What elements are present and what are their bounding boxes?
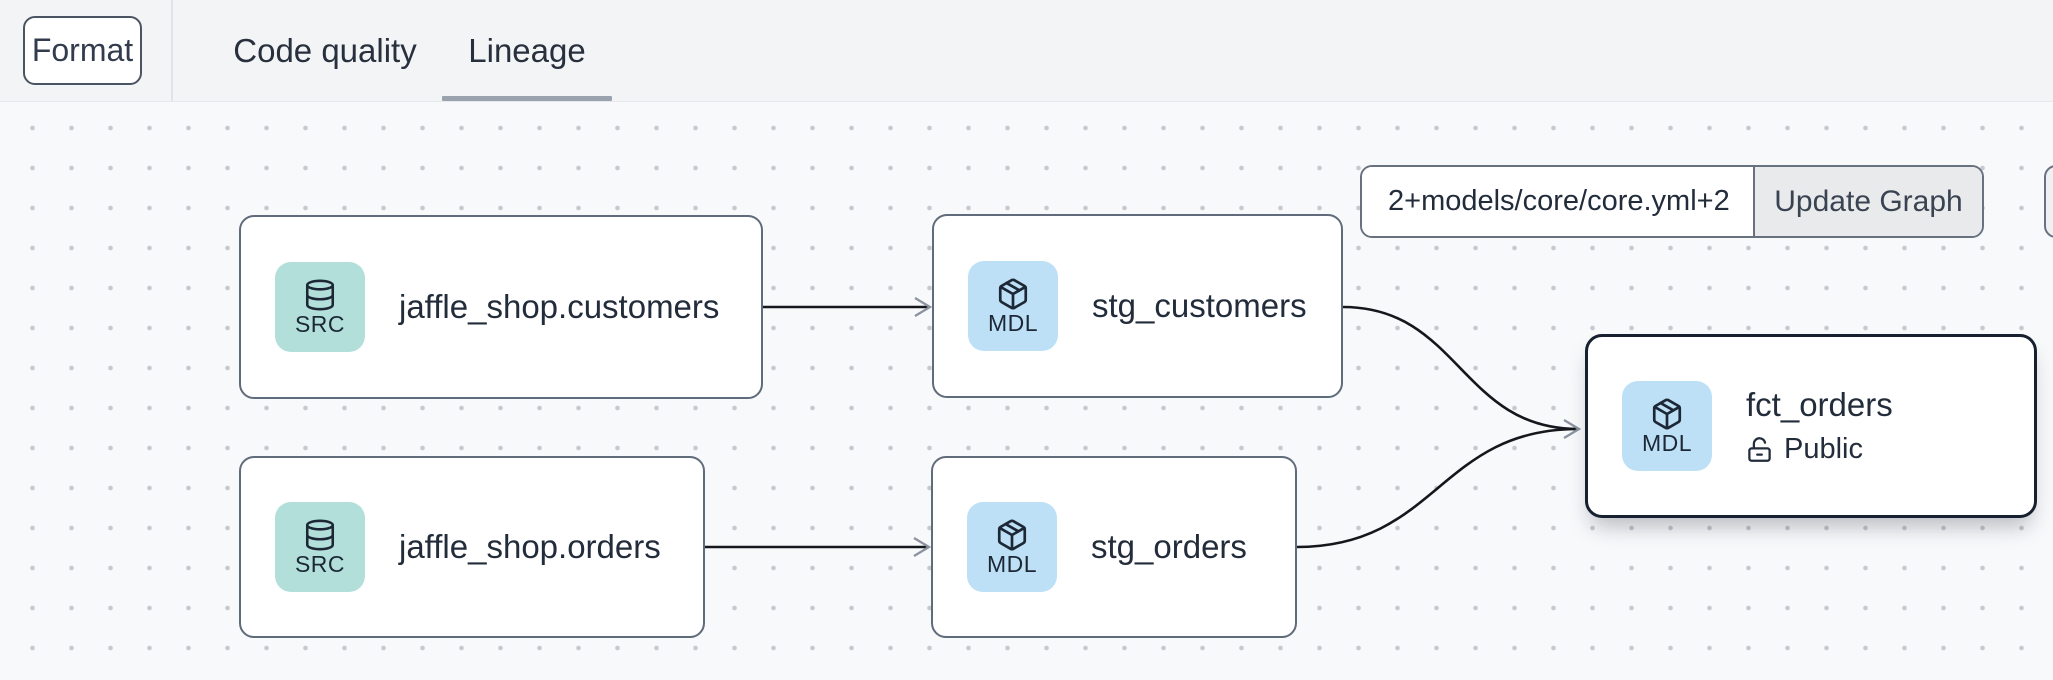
access-row: Public — [1746, 433, 1893, 466]
node-stg-customers[interactable]: MDL stg_customers — [932, 214, 1343, 398]
node-title: jaffle_shop.customers — [399, 288, 720, 325]
badge-label: SRC — [294, 551, 346, 577]
badge-label: MDL — [1641, 430, 1693, 456]
node-jaffle-shop-orders[interactable]: SRC jaffle_shop.orders — [239, 456, 705, 638]
toolbar: Format Code quality Lineage — [0, 0, 2053, 102]
update-graph-button[interactable]: Update Graph — [1753, 167, 1982, 236]
node-title: stg_orders — [1091, 528, 1247, 565]
model-badge: MDL — [968, 261, 1058, 351]
lineage-selector-group: Update Graph — [1360, 165, 1984, 238]
cube-icon — [998, 278, 1028, 310]
database-icon — [305, 279, 335, 311]
node-title: stg_customers — [1092, 287, 1307, 324]
node-stg-orders[interactable]: MDL stg_orders — [931, 456, 1297, 638]
toolbar-divider — [171, 0, 173, 101]
lineage-selector-input[interactable] — [1362, 167, 1753, 236]
source-badge: SRC — [275, 502, 365, 592]
lock-open-icon — [1748, 437, 1771, 462]
access-label: Public — [1784, 433, 1863, 465]
badge-label: MDL — [987, 310, 1039, 336]
active-tab-indicator — [442, 96, 612, 101]
node-fct-orders-selected[interactable]: MDL fct_orders Public — [1585, 334, 2037, 518]
node-text-block: fct_orders Public — [1746, 386, 1893, 466]
badge-label: MDL — [986, 551, 1038, 577]
database-icon — [305, 519, 335, 551]
cube-icon — [1652, 398, 1682, 430]
cube-icon — [997, 519, 1027, 551]
model-badge: MDL — [1622, 381, 1712, 471]
model-badge: MDL — [967, 502, 1057, 592]
format-button[interactable]: Format — [23, 16, 142, 85]
node-jaffle-shop-customers[interactable]: SRC jaffle_shop.customers — [239, 215, 763, 399]
tab-code-quality[interactable]: Code quality — [233, 31, 417, 69]
tab-lineage[interactable]: Lineage — [468, 31, 586, 69]
source-badge: SRC — [275, 262, 365, 352]
node-title: fct_orders — [1746, 386, 1893, 423]
partial-button-right-edge[interactable] — [2044, 165, 2053, 238]
badge-label: SRC — [294, 311, 346, 337]
node-title: jaffle_shop.orders — [399, 528, 661, 565]
